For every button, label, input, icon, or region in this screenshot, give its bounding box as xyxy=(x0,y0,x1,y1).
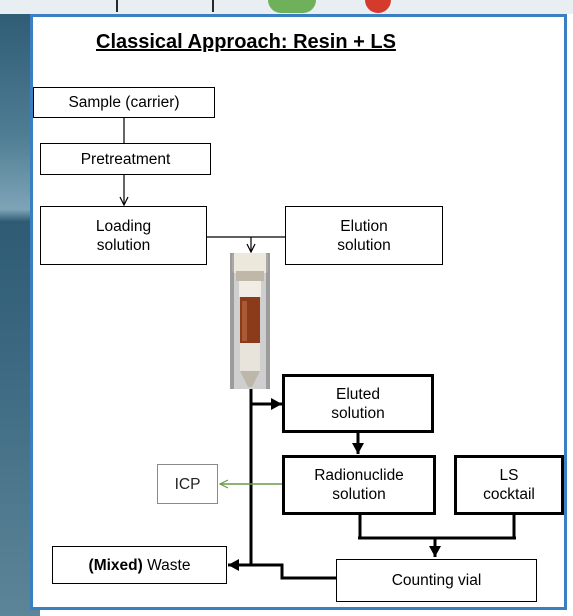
waste-bold-label: (Mixed) xyxy=(88,556,143,574)
decorative-shape-red xyxy=(365,0,391,13)
counting-vial-box: Counting vial xyxy=(336,559,537,602)
loading-solution-box: Loading solution xyxy=(40,206,207,265)
decorative-shape-green xyxy=(268,0,316,13)
waste-label: Waste xyxy=(142,556,191,574)
ls-cocktail-box: LS cocktail xyxy=(454,455,564,515)
top-tick-mark xyxy=(212,0,214,12)
top-tick-mark xyxy=(116,0,118,12)
slide-background-top xyxy=(0,0,573,14)
icp-box: ICP xyxy=(157,464,218,504)
diagram-title: Classical Approach: Resin + LS xyxy=(96,31,396,53)
eluted-solution-box: Eluted solution xyxy=(282,374,434,433)
connector-counting-waste xyxy=(251,563,336,580)
pretreatment-box: Pretreatment xyxy=(40,143,211,175)
elution-solution-box: Elution solution xyxy=(285,206,443,265)
radionuclide-solution-box: Radionuclide solution xyxy=(282,455,436,515)
mixed-waste-box: (Mixed) Waste xyxy=(52,546,227,584)
resin-column-photo xyxy=(230,253,270,389)
sample-carrier-box: Sample (carrier) xyxy=(33,87,215,118)
